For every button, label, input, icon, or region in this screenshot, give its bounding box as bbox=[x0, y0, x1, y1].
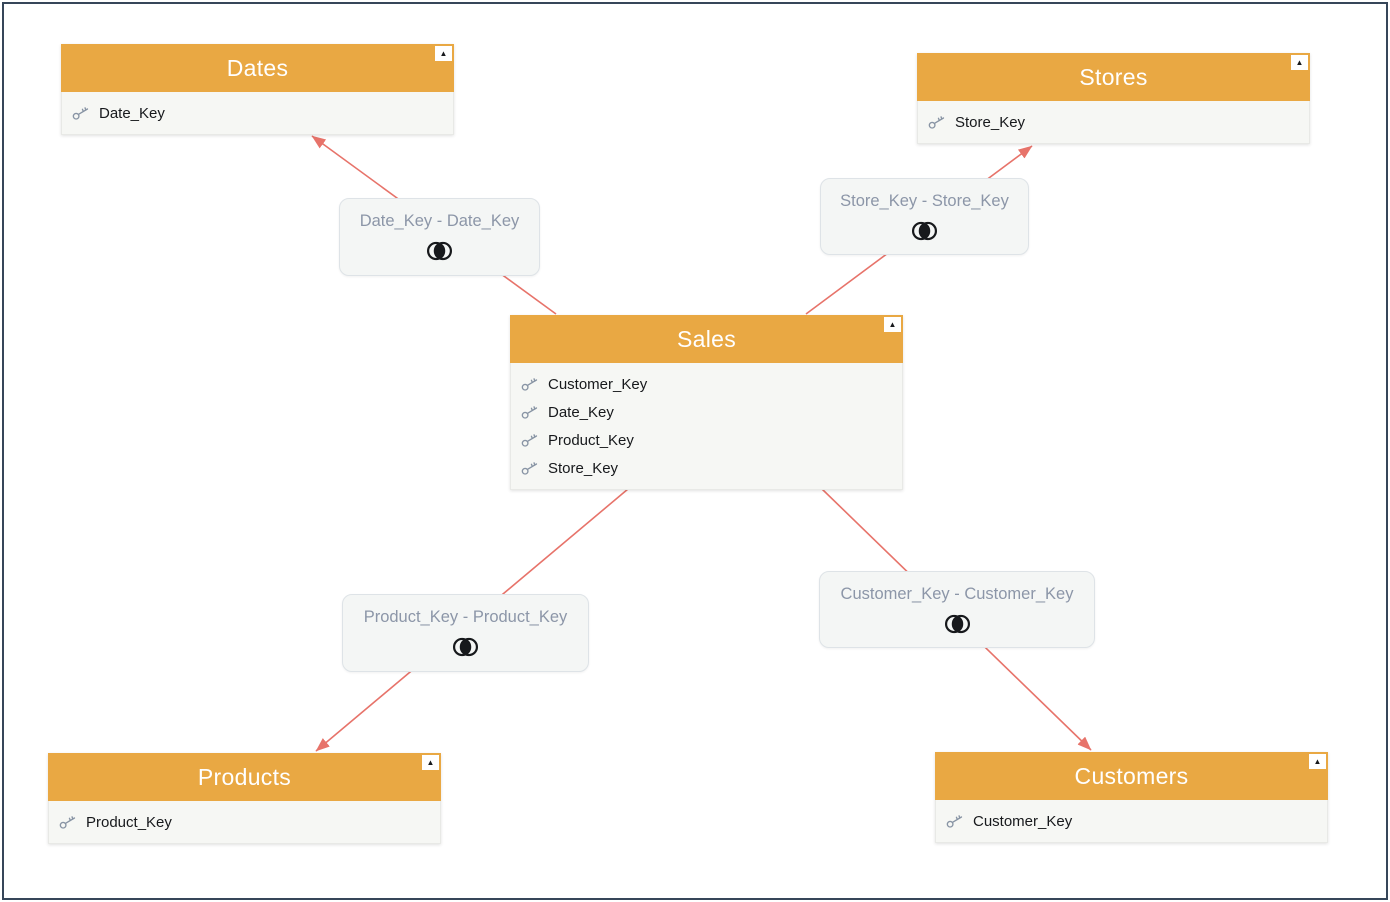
table-header[interactable]: Customers ▲ bbox=[935, 752, 1328, 800]
relationship-label: Product_Key - Product_Key bbox=[363, 608, 568, 626]
key-icon bbox=[72, 106, 89, 120]
relationship-products-sales[interactable]: Product_Key - Product_Key bbox=[342, 594, 589, 672]
relationship-label: Store_Key - Store_Key bbox=[840, 191, 1009, 210]
inner-join-icon bbox=[452, 637, 479, 657]
field-row[interactable]: Product_Key bbox=[511, 426, 902, 454]
key-icon bbox=[946, 814, 963, 828]
field-label: Product_Key bbox=[86, 813, 172, 831]
field-row[interactable]: Date_Key bbox=[62, 99, 453, 127]
table-body: Store_Key bbox=[917, 101, 1310, 144]
table-title: Customers bbox=[1074, 763, 1189, 789]
collapse-triangle-icon: ▲ bbox=[439, 48, 448, 58]
table-title: Products bbox=[197, 764, 292, 790]
field-label: Product_Key bbox=[548, 431, 634, 449]
collapse-triangle-icon: ▲ bbox=[426, 757, 435, 767]
table-body: Customer_Key bbox=[935, 800, 1328, 843]
key-icon bbox=[521, 405, 538, 419]
field-row[interactable]: Store_Key bbox=[511, 454, 902, 482]
table-dates[interactable]: Dates ▲ Date_Key bbox=[61, 44, 454, 135]
table-stores[interactable]: Stores ▲ Store_Key bbox=[917, 53, 1310, 144]
collapse-triangle-icon: ▲ bbox=[1295, 57, 1304, 67]
key-icon bbox=[59, 815, 76, 829]
key-icon bbox=[521, 377, 538, 391]
collapse-triangle-icon: ▲ bbox=[888, 319, 897, 329]
collapse-button[interactable]: ▲ bbox=[1291, 55, 1308, 70]
table-customers[interactable]: Customers ▲ Customer_Key bbox=[935, 752, 1328, 843]
table-title: Stores bbox=[1079, 64, 1148, 90]
key-icon bbox=[928, 115, 945, 129]
field-row[interactable]: Customer_Key bbox=[936, 807, 1327, 835]
collapse-button[interactable]: ▲ bbox=[422, 755, 439, 770]
table-body: Product_Key bbox=[48, 801, 441, 844]
table-title: Sales bbox=[676, 326, 737, 352]
field-label: Date_Key bbox=[548, 403, 614, 421]
collapse-triangle-icon: ▲ bbox=[1313, 756, 1322, 766]
field-label: Date_Key bbox=[99, 104, 165, 122]
collapse-button[interactable]: ▲ bbox=[1309, 754, 1326, 769]
table-header[interactable]: Stores ▲ bbox=[917, 53, 1310, 101]
field-label: Customer_Key bbox=[548, 375, 648, 393]
key-icon bbox=[521, 461, 538, 475]
table-title: Dates bbox=[226, 55, 289, 81]
field-row[interactable]: Store_Key bbox=[918, 108, 1309, 136]
relationship-dates-sales[interactable]: Date_Key - Date_Key bbox=[339, 198, 540, 276]
table-header[interactable]: Sales ▲ bbox=[510, 315, 903, 363]
field-row[interactable]: Product_Key bbox=[49, 808, 440, 836]
field-label: Store_Key bbox=[955, 113, 1026, 131]
table-header[interactable]: Products ▲ bbox=[48, 753, 441, 801]
relationship-customers-sales[interactable]: Customer_Key - Customer_Key bbox=[819, 571, 1095, 648]
collapse-button[interactable]: ▲ bbox=[884, 317, 901, 332]
relationship-label: Date_Key - Date_Key bbox=[359, 212, 520, 230]
field-label: Customer_Key bbox=[973, 812, 1073, 830]
table-body: Customer_Key Date_Key Product_Ke bbox=[510, 363, 903, 490]
relationship-stores-sales[interactable]: Store_Key - Store_Key bbox=[820, 178, 1029, 255]
field-label: Store_Key bbox=[548, 459, 619, 477]
relationship-label: Customer_Key - Customer_Key bbox=[840, 584, 1074, 603]
inner-join-icon bbox=[426, 241, 453, 261]
inner-join-icon bbox=[944, 614, 970, 633]
table-header[interactable]: Dates ▲ bbox=[61, 44, 454, 92]
collapse-button[interactable]: ▲ bbox=[435, 46, 452, 61]
key-icon bbox=[521, 433, 538, 447]
field-row[interactable]: Customer_Key bbox=[511, 370, 902, 398]
table-products[interactable]: Products ▲ Product_Key bbox=[48, 753, 441, 844]
field-row[interactable]: Date_Key bbox=[511, 398, 902, 426]
inner-join-icon bbox=[911, 221, 938, 240]
table-sales[interactable]: Sales ▲ Customer_Key Da bbox=[510, 315, 903, 490]
table-body: Date_Key bbox=[61, 92, 454, 135]
